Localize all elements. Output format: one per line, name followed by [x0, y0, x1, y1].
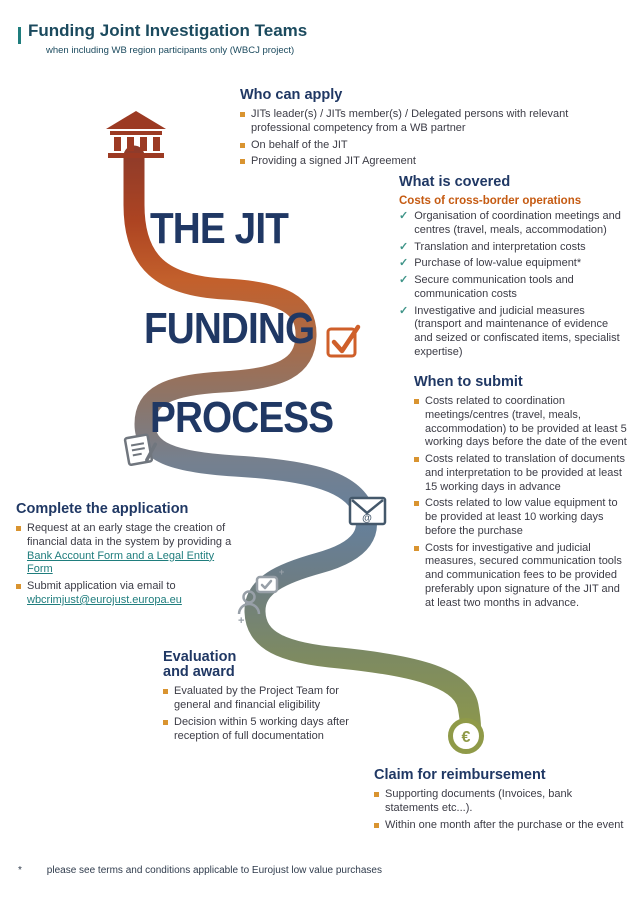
submit-text: Submit application via email to	[27, 580, 176, 593]
list-item-text: Request at an early stage the creation o…	[27, 522, 240, 577]
section-when-to-submit: When to submit Costs related to coordina…	[414, 374, 627, 613]
list-item-text: Secure communication tools and communica…	[414, 274, 574, 300]
process-word-funding: FUNDING	[144, 304, 315, 353]
bullet-square-icon	[374, 822, 379, 828]
list-item: Costs related to translation of document…	[414, 453, 627, 494]
bullet-square-icon	[414, 399, 419, 405]
list-item: Decision within 5 working days after rec…	[163, 716, 359, 744]
list-item: Evaluated by the Project Team for genera…	[163, 685, 359, 713]
person-chat-icon: + +	[237, 567, 284, 627]
section-claim-reimbursement: Claim for reimbursement Supporting docum…	[374, 767, 626, 835]
list-item-text: On behalf of the JIT	[251, 138, 348, 151]
section-title-claim-reimbursement: Claim for reimbursement	[374, 767, 546, 783]
checkmark-icon: ✓	[399, 240, 409, 253]
bullet-square-icon	[163, 689, 168, 695]
list-item-text: Evaluated by the Project Team for genera…	[174, 685, 339, 712]
envelope-icon: @	[348, 496, 387, 526]
list-item-text: Purchase of low-value equipment*	[414, 257, 582, 270]
list-item: JITs leader(s) / JITs member(s) / Delega…	[240, 108, 592, 136]
at-glyph: @	[362, 513, 372, 524]
footnote: * please see terms and conditions applic…	[18, 865, 382, 876]
section-title-complete-application: Complete the application	[16, 501, 189, 517]
footnote-text: please see terms and conditions applicab…	[46, 865, 382, 876]
checkbox-icon	[326, 324, 361, 358]
section-who-can-apply: Who can apply JITs leader(s) / JITs memb…	[240, 87, 592, 172]
list-item-text: Within one month after the purchase or t…	[385, 818, 624, 831]
list-item-text: Submit application via email to wbcrimju…	[27, 580, 240, 608]
list-item: Providing a signed JIT Agreement	[240, 155, 592, 169]
list-item-text: JITs leader(s) / JITs member(s) / Delega…	[251, 108, 569, 134]
checkmark-icon: ✓	[399, 274, 409, 287]
list-item: Costs related to low value equipment to …	[414, 497, 627, 538]
bullet-square-icon	[240, 112, 245, 118]
clipboard-icon	[123, 433, 157, 466]
title-accent-bar	[18, 27, 21, 44]
bullet-square-icon	[163, 719, 168, 725]
bank-icon	[106, 111, 166, 158]
list-item: Supporting documents (Invoices, bank sta…	[374, 788, 626, 816]
section-title-who-can-apply: Who can apply	[240, 87, 343, 103]
page-title: Funding Joint Investigation Teams	[28, 21, 308, 40]
list-item-text: Decision within 5 working days after rec…	[174, 715, 349, 742]
plus-glyph: +	[279, 567, 284, 577]
list-item-text: Providing a signed JIT Agreement	[251, 155, 416, 168]
euro-glyph: €	[462, 729, 471, 746]
list-item: Costs for investigative and judicial mea…	[414, 542, 627, 611]
list-item: ✓ Secure communication tools and communi…	[399, 274, 629, 302]
checkmark-icon: ✓	[399, 210, 409, 223]
section-complete-application: Complete the application Request at an e…	[16, 501, 240, 611]
list-item: Request at an early stage the creation o…	[16, 522, 240, 577]
section-title-and-award: and award	[163, 664, 235, 681]
list-item: Costs related to coordination meetings/c…	[414, 395, 627, 450]
section-title-what-is-covered: What is covered	[399, 174, 511, 190]
list-item-text: Costs related to coordination meetings/c…	[425, 395, 627, 449]
list-item: Within one month after the purchase or t…	[374, 819, 626, 833]
bank-account-form-link[interactable]: Bank Account Form and a Legal Entity For…	[27, 549, 215, 576]
euro-coin-icon: €	[448, 718, 484, 754]
list-item-text: Costs related to low value equipment to …	[425, 497, 618, 537]
list-item-text: Investigative and judicial measures (tra…	[414, 304, 620, 358]
list-item-text: Translation and interpretation costs	[414, 240, 586, 253]
email-link[interactable]: wbcrimjust@eurojust.europa.eu	[27, 593, 182, 606]
bullet-square-icon	[374, 792, 379, 798]
list-item: ✓ Investigative and judicial measures (t…	[399, 305, 629, 360]
list-item-text: Costs related to translation of document…	[425, 453, 625, 493]
section-title-when-to-submit: When to submit	[414, 374, 523, 390]
section-subtitle-costs: Costs of cross-border operations	[399, 195, 582, 208]
section-what-is-covered: What is covered Costs of cross-border op…	[399, 174, 629, 363]
plus-glyph: +	[238, 615, 244, 627]
checkmark-icon: ✓	[399, 304, 409, 317]
list-item: Submit application via email to wbcrimju…	[16, 580, 240, 608]
list-item-text: Supporting documents (Invoices, bank sta…	[385, 788, 573, 814]
checkmark-icon: ✓	[399, 257, 409, 270]
list-item: ✓ Purchase of low-value equipment*	[399, 257, 629, 271]
bullet-square-icon	[16, 526, 21, 532]
process-ribbon-path	[123, 145, 482, 747]
list-item-text: Organisation of coordination meetings an…	[414, 210, 621, 236]
bullet-square-icon	[414, 545, 419, 551]
section-title-evaluation: Evaluation	[163, 649, 237, 665]
list-item: ✓ Translation and interpretation costs	[399, 241, 629, 255]
bullet-square-icon	[414, 457, 419, 463]
process-word-the-jit: THE JIT	[150, 204, 289, 253]
page-subtitle: when including WB region participants on…	[46, 45, 295, 56]
request-text: Request at an early stage the creation o…	[27, 522, 232, 548]
list-item: ✓ Organisation of coordination meetings …	[399, 210, 629, 238]
list-item: On behalf of the JIT	[240, 139, 592, 153]
section-evaluation-award: Evaluation and award Evaluated by the Pr…	[163, 649, 359, 746]
bullet-square-icon	[16, 584, 21, 590]
footnote-asterisk: *	[18, 865, 22, 876]
process-word-process: PROCESS	[150, 393, 334, 442]
bullet-square-icon	[414, 501, 419, 507]
bullet-square-icon	[240, 142, 245, 148]
list-item-text: Costs for investigative and judicial mea…	[425, 541, 622, 609]
bullet-square-icon	[240, 159, 245, 165]
